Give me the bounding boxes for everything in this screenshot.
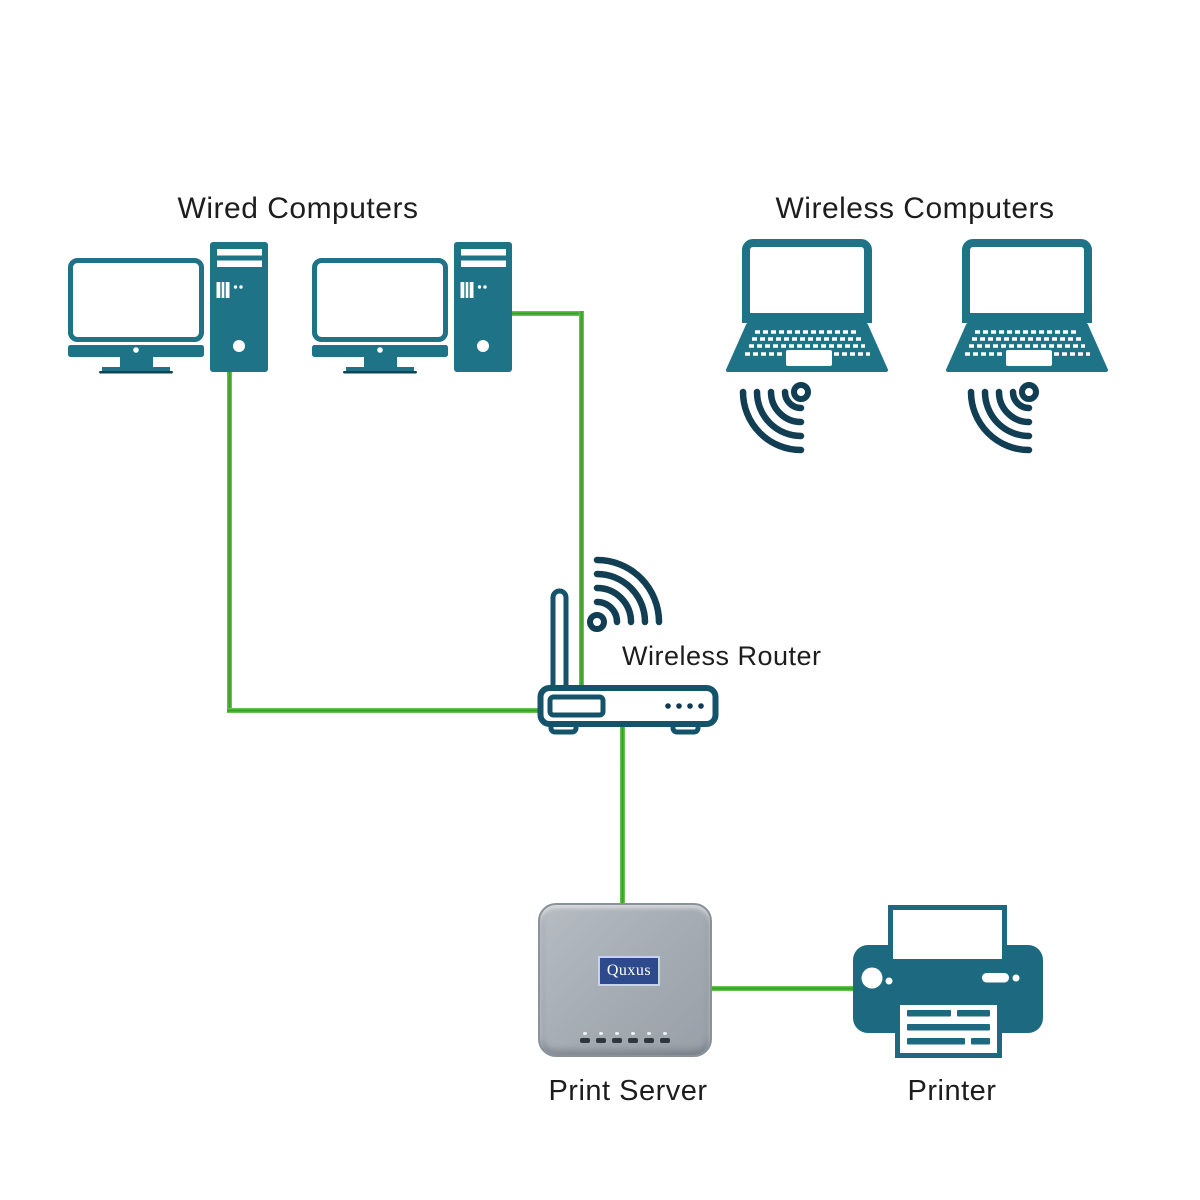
wireless-router-label: Wireless Router (622, 641, 822, 671)
wifi-signal-icon (587, 556, 663, 632)
printer-label: Printer (907, 1075, 997, 1107)
wifi-signal-icon (739, 382, 811, 454)
led-indicator (596, 1031, 606, 1046)
printer-paper-out (895, 1000, 1002, 1058)
monitor-icon (68, 258, 204, 374)
tower-icon (210, 242, 268, 372)
tower-icon (454, 242, 512, 372)
router-port (547, 694, 606, 718)
print-server-brand-badge: Quxus (598, 956, 660, 986)
wired-computers-label: Wired Computers (177, 192, 419, 225)
wireless-computers-label: Wireless Computers (775, 192, 1055, 225)
printer-button (861, 967, 883, 989)
monitor-icon (312, 258, 448, 374)
cable-wired2-to-router (579, 311, 584, 688)
printer-icon (853, 905, 1043, 1058)
desktop-computer-1-icon (68, 242, 268, 374)
laptop-2-icon (946, 239, 1108, 372)
laptop-1-icon (726, 239, 888, 372)
cable-router-to-server (620, 724, 625, 905)
router-antenna (550, 588, 569, 694)
printer-paper-in (888, 905, 1007, 964)
cable-wired1-down (227, 370, 232, 712)
wireless-router-icon (537, 556, 719, 735)
desktop-computer-2-icon (312, 242, 512, 374)
print-server-leds (580, 1031, 670, 1046)
print-server-icon: Quxus (538, 903, 712, 1057)
led-indicator (612, 1031, 622, 1046)
wifi-signal-icon (967, 382, 1039, 454)
led-indicator (628, 1031, 638, 1046)
cable-wired2-right (512, 311, 584, 316)
print-server-label: Print Server (548, 1075, 708, 1107)
led-indicator (644, 1031, 654, 1046)
cable-server-to-printer (710, 986, 854, 991)
cable-wired1-to-router (227, 708, 543, 713)
led-indicator (660, 1031, 670, 1046)
led-indicator (580, 1031, 590, 1046)
